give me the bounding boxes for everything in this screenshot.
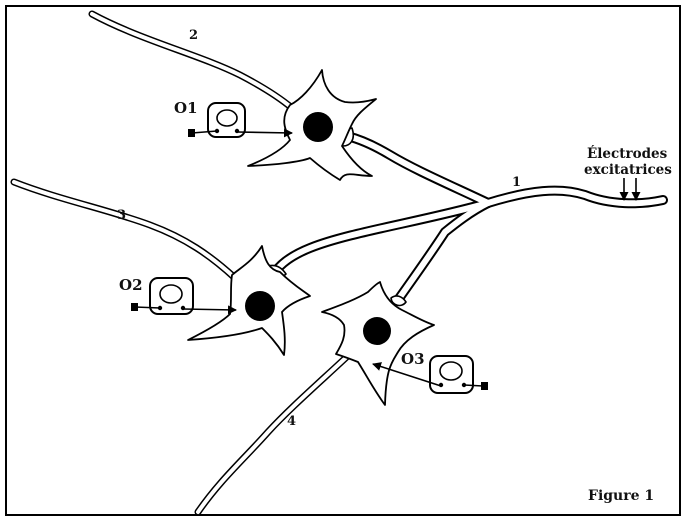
axon-1: [267, 127, 668, 307]
neuron-2: [88, 10, 377, 181]
label-o1: O1: [174, 99, 198, 117]
label-o2: O2: [119, 276, 143, 294]
label-neuron-4: 4: [287, 414, 296, 429]
label-neuron-2: 2: [189, 28, 198, 43]
stimulating-electrodes: [619, 178, 641, 201]
oscilloscope-o1: [188, 102, 293, 138]
label-neuron-3: 3: [117, 208, 126, 223]
neuron-3: [10, 178, 311, 356]
figure-frame: [5, 5, 681, 516]
label-o3: O3: [401, 350, 425, 368]
oscilloscope-o2: [131, 277, 237, 315]
neuron-4: [194, 281, 435, 516]
oscilloscope-o3: [372, 355, 488, 394]
electrodes-label-line2: excitatrices: [584, 162, 672, 178]
figure-caption: Figure 1: [588, 488, 654, 504]
label-neuron-1: 1: [512, 175, 521, 190]
electrodes-label-line1: Électrodes: [587, 146, 668, 162]
